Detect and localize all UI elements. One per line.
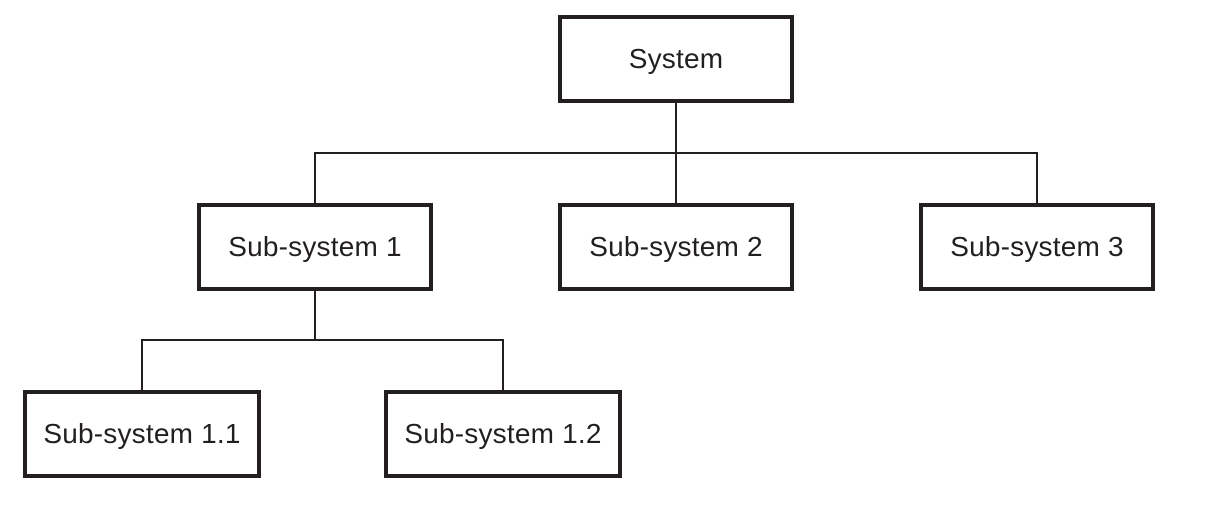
sub-system-1-node: Sub-system 1 bbox=[197, 203, 433, 291]
sub-system-1-label: Sub-system 1 bbox=[228, 231, 402, 262]
system-node: System bbox=[558, 15, 794, 103]
sub-system-1-1-node: Sub-system 1.1 bbox=[23, 390, 261, 478]
sub-system-2-node: Sub-system 2 bbox=[558, 203, 794, 291]
sub-system-1-2-label: Sub-system 1.2 bbox=[404, 418, 602, 449]
sub-system-2-label: Sub-system 2 bbox=[589, 231, 763, 262]
system-node-label: System bbox=[628, 43, 724, 74]
sub-system-1-1-label: Sub-system 1.1 bbox=[43, 418, 241, 449]
sub-system-1-2-node: Sub-system 1.2 bbox=[384, 390, 622, 478]
sub-system-3-label: Sub-system 3 bbox=[950, 231, 1124, 262]
sub-system-3-node: Sub-system 3 bbox=[919, 203, 1155, 291]
